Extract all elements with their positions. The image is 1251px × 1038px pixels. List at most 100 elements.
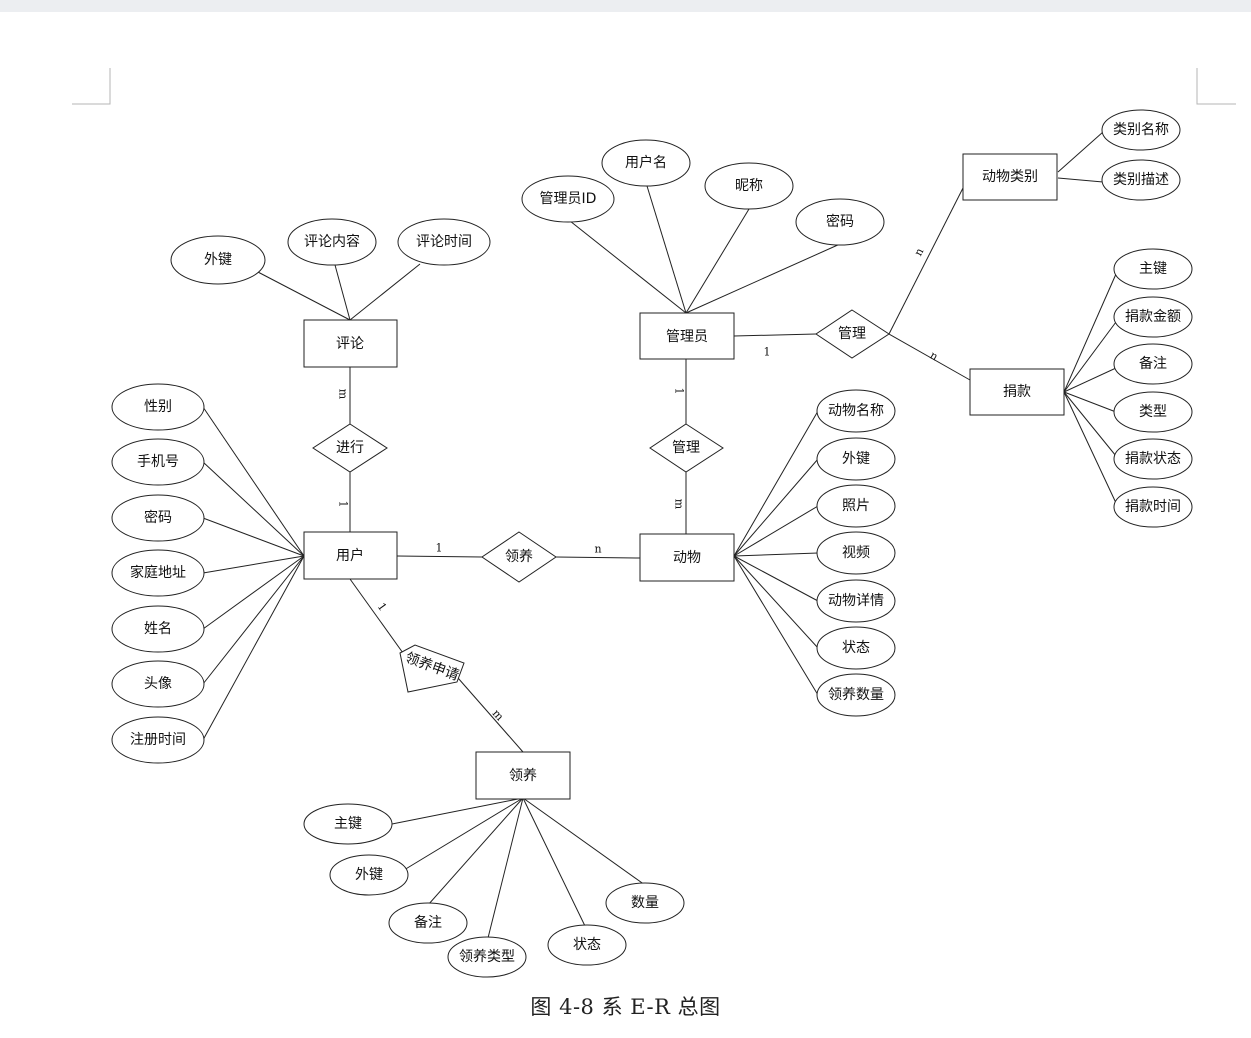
attr-donation-amount [1113, 296, 1193, 338]
entity-user [303, 531, 398, 580]
attr-adoption-fk [329, 854, 409, 896]
attr-donation-type [1113, 391, 1193, 433]
relationship-make [312, 423, 388, 473]
entity-adoption [475, 751, 571, 800]
attr-admin-id [521, 175, 615, 223]
attr-adoption-remark-label: 备注 [414, 914, 442, 931]
attr-category-name-label: 类别名称 [1113, 122, 1169, 138]
attr-user-name [111, 605, 205, 653]
entity-user-label: 用户 [336, 547, 364, 564]
attr-user-password-label: 密码 [144, 509, 172, 526]
attr-user-phone [111, 438, 205, 486]
attr-comment-time [397, 218, 491, 266]
entity-comment-label: 评论 [336, 336, 364, 352]
attr-adoption-fk-label: 外键 [355, 867, 383, 883]
relationship-adopt [481, 531, 557, 583]
attr-adoption-pk-label: 主键 [334, 816, 362, 832]
cardinality-user-apply: 1 [375, 600, 390, 613]
attr-adoption-quantity [605, 882, 685, 924]
cardinality-adoption-apply: m [490, 707, 507, 724]
attr-adoption-type-label: 领养类型 [459, 949, 515, 965]
attr-user-gender-label: 性别 [144, 399, 172, 415]
entity-animal-label: 动物 [673, 550, 701, 566]
attr-category-description-label: 类别描述 [1113, 172, 1169, 188]
attr-donation-status-label: 捐款状态 [1125, 451, 1181, 467]
attr-comment-time-label: 评论时间 [416, 234, 472, 250]
attr-animal-adopt-count-label: 领养数量 [828, 687, 884, 703]
attr-adoption-remark [388, 902, 468, 944]
attr-adoption-status-label: 状态 [573, 937, 601, 953]
attr-animal-video-label: 视频 [842, 545, 870, 561]
attr-animal-fk [816, 437, 896, 481]
attr-adoption-type [447, 936, 527, 978]
attr-user-name-label: 姓名 [144, 621, 172, 637]
relationship-make-label: 进行 [336, 440, 364, 456]
attr-animal-details [816, 579, 896, 623]
attr-animal-details-label: 动物详情 [828, 593, 884, 609]
attr-animal-adopt-count [816, 673, 896, 717]
attr-user-register-time-label: 注册时间 [130, 732, 186, 748]
entity-donation-label: 捐款 [1003, 384, 1031, 400]
attr-animal-name-label: 动物名称 [828, 403, 884, 419]
relationship-adopt-label: 领养 [505, 549, 533, 565]
attr-animal-photo-label: 照片 [842, 498, 870, 514]
attr-admin-username-label: 用户名 [625, 154, 667, 171]
attr-donation-pk [1113, 248, 1193, 290]
attr-comment-fk-label: 外键 [204, 252, 232, 268]
attr-donation-time-label: 捐款时间 [1125, 499, 1181, 515]
cardinality-admin-manage: 1 [673, 388, 686, 395]
cardinality-comment-make: m [337, 389, 350, 400]
relationship-admin-manage-animal [649, 423, 724, 473]
attr-donation-type-label: 类型 [1139, 404, 1167, 420]
cardinality-admin-manage-other: 1 [764, 346, 771, 359]
attr-admin-username [601, 139, 691, 187]
attr-admin-nickname-label: 昵称 [735, 178, 763, 194]
relationship-admin-manage-other-label: 管理 [838, 326, 866, 342]
entity-donation [969, 368, 1065, 416]
attr-donation-remark [1113, 343, 1193, 385]
viewer-top-bar [0, 0, 1251, 12]
attr-adoption-status [547, 924, 627, 966]
attr-user-password [111, 494, 205, 542]
attr-animal-status [816, 626, 896, 670]
entity-animal-category [962, 153, 1058, 201]
attr-adoption-pk [303, 803, 393, 845]
attr-animal-video [816, 531, 896, 575]
relationship-adoption-apply [399, 644, 465, 693]
cardinality-donation-manage: n [928, 349, 941, 364]
attr-donation-remark-label: 备注 [1139, 355, 1167, 372]
relationship-admin-manage-animal-label: 管理 [672, 440, 700, 456]
attr-user-avatar [111, 660, 205, 708]
entity-adoption-label: 领养 [509, 768, 537, 784]
attr-animal-fk-label: 外键 [842, 451, 870, 467]
attr-category-name [1101, 109, 1181, 151]
corner-mark-left [72, 68, 111, 105]
entity-admin [639, 312, 735, 360]
attr-comment-content [287, 218, 377, 266]
attr-donation-pk-label: 主键 [1139, 261, 1167, 277]
attr-user-address-label: 家庭地址 [130, 564, 186, 581]
cardinality-user-adopt: 1 [436, 542, 443, 555]
attr-animal-name [816, 389, 896, 433]
attr-user-phone-label: 手机号 [137, 454, 179, 470]
figure-caption: 图 4-8 系 E-R 总图 [530, 995, 721, 1019]
relationship-admin-manage-other [815, 309, 890, 359]
attr-animal-status-label: 状态 [842, 640, 870, 656]
entity-animal [639, 533, 735, 582]
entity-admin-label: 管理员 [666, 329, 708, 345]
attr-comment-fk [170, 235, 266, 285]
entity-animal-category-label: 动物类别 [982, 169, 1038, 185]
attr-user-register-time [111, 716, 205, 764]
attr-admin-id-label: 管理员ID [540, 191, 597, 207]
attr-admin-nickname [704, 162, 794, 210]
cardinality-animal-manage: m [673, 499, 686, 510]
attr-animal-photo [816, 484, 896, 528]
attr-donation-status [1113, 438, 1193, 480]
cardinality-category-manage: n [912, 246, 927, 258]
attr-admin-password [795, 198, 885, 246]
corner-mark-right [1196, 68, 1236, 105]
attr-donation-time [1113, 486, 1193, 528]
attr-user-avatar-label: 头像 [144, 676, 172, 692]
attr-user-gender [111, 383, 205, 431]
